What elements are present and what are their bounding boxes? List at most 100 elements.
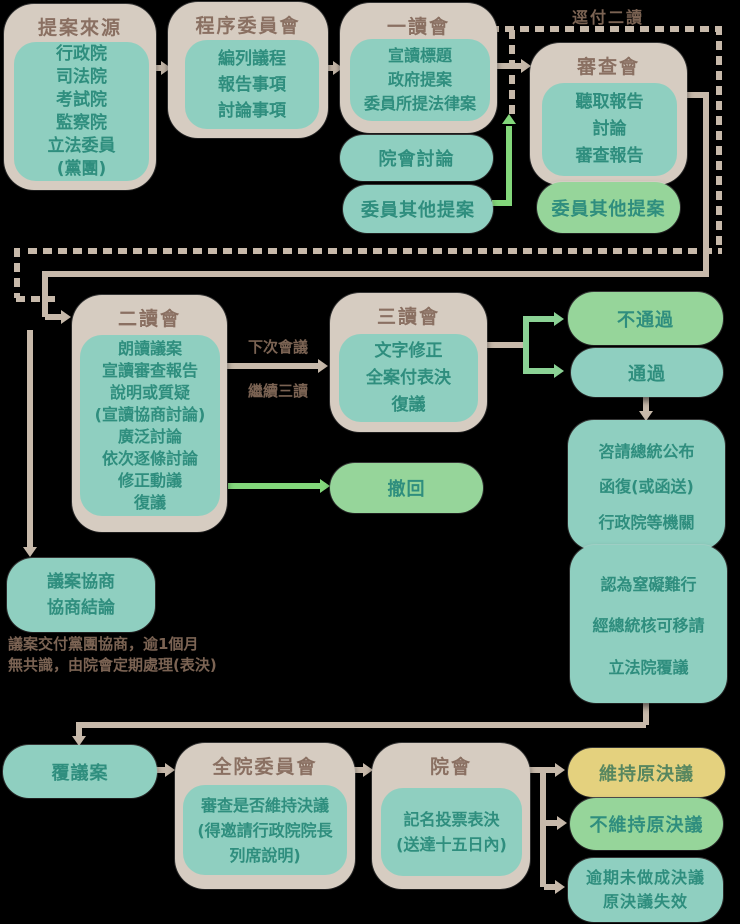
node-line: 行政院等機關 <box>598 512 695 532</box>
node-title: 提案來源 <box>37 17 122 39</box>
node-not-uphold-decision: 不維持原決議 <box>570 798 723 850</box>
node-line: 宣讀標題 <box>387 46 452 65</box>
connector-procedure-first <box>327 65 337 71</box>
pill-label: 通過 <box>628 363 666 385</box>
label-continue-third: 繼續三讀 <box>248 382 309 400</box>
node-line: 朗讀議案 <box>117 338 182 358</box>
connector-floor-out <box>528 767 542 773</box>
node-line: 原決議失效 <box>602 892 688 911</box>
node-whole-committee: 全院委員會 審查是否維持決議 (得邀請行政院院長 列席說明) <box>175 743 355 889</box>
node-reconsideration-request: 認為窒礙難行 經總統核可移請 立法院覆議 <box>570 545 727 703</box>
connector-review-across <box>45 271 709 277</box>
connector-proposal-procedure <box>154 65 166 71</box>
arrowhead-proposal-procedure <box>161 61 171 75</box>
node-line: (宣讀協商討論) <box>94 404 206 424</box>
node-line: 報告事項 <box>218 74 286 95</box>
node-line: 編列議程 <box>218 48 286 69</box>
node-line: 議案協商 <box>47 572 115 592</box>
node-title: 審查會 <box>576 56 640 78</box>
node-line: 協商結論 <box>47 598 115 618</box>
node-title: 全院委員會 <box>212 756 318 778</box>
connector-reconsider-down <box>643 683 649 725</box>
node-procedure-committee: 程序委員會 編列議程 報告事項 討論事項 <box>168 2 328 138</box>
pill-label: 委員其他提案 <box>551 198 666 220</box>
node-line: 考試院 <box>56 89 107 110</box>
node-body: 編列議程 報告事項 討論事項 <box>185 40 319 129</box>
node-line: 立法委員 <box>47 135 116 156</box>
arrowhead-committee-floor <box>363 763 373 777</box>
node-floor-discussion: 院會討論 <box>340 135 493 181</box>
node-line: 立法院覆議 <box>608 657 689 677</box>
connector-skip-dash-right <box>716 26 722 250</box>
node-not-passed: 不通過 <box>568 292 723 345</box>
node-withdraw: 撤回 <box>330 463 483 513</box>
node-uphold-decision: 維持原決議 <box>568 748 725 797</box>
node-line: 依次逐條討論 <box>101 448 198 468</box>
connector-skip-dash-drop <box>14 248 20 298</box>
connector-skip-dash-top <box>460 26 716 32</box>
node-floor-meeting: 院會 記名投票表決 (送達十五日內) <box>372 743 530 889</box>
node-line: 討論事項 <box>218 100 286 121</box>
arrowhead-negotiation <box>23 547 37 557</box>
node-line: 廣泛討論 <box>117 426 182 446</box>
node-president-promulgate: 咨請總統公布 函復(或函送) 行政院等機關 <box>568 420 725 550</box>
arrowhead-into-second-reading <box>61 310 71 324</box>
node-line: 審查是否維持決議 <box>200 795 329 815</box>
connector-branch-vertical <box>523 316 529 374</box>
node-title: 院會 <box>429 756 472 778</box>
connector-withdraw <box>228 483 326 489</box>
node-line: 復議 <box>133 492 166 512</box>
connector-skip-dash-mid <box>509 30 515 118</box>
connector-second-third <box>225 363 321 369</box>
node-line: 政府提案 <box>387 70 452 89</box>
pill-label: 覆議案 <box>51 762 109 784</box>
node-body: 宣讀標題 政府提案 委員所提法律案 <box>350 39 490 121</box>
connector-passed-promulgate <box>643 394 649 414</box>
node-line: 函復(或函送) <box>599 477 694 496</box>
node-line: 行政院 <box>56 43 107 64</box>
node-review-committee: 審查會 聽取報告 討論 審查報告 <box>530 43 687 185</box>
node-body: 行政院 司法院 考試院 監察院 立法委員 (黨團) <box>14 42 149 181</box>
label-next-meeting: 下次會議 <box>248 338 309 356</box>
note-line-1: 議案交付黨團協商，逾1個月 <box>8 635 199 653</box>
node-line: 逾期未做成決議 <box>585 868 705 887</box>
arrowhead-not-passed <box>554 312 564 326</box>
pill-label: 不通過 <box>617 309 674 331</box>
node-body: 記名投票表決 (送達十五日內) <box>381 788 522 876</box>
arrowhead-reconsideration-case <box>72 736 86 746</box>
node-line: 討論 <box>592 119 627 139</box>
arrowhead-green-up <box>502 114 516 124</box>
node-line: 監察院 <box>56 112 107 133</box>
arrowhead-first-review <box>521 59 531 73</box>
node-line: 經總統核可移請 <box>592 616 705 635</box>
arrowhead-promulgate <box>639 411 653 421</box>
node-line: 咨請總統公布 <box>598 441 695 461</box>
arrowhead-not-uphold <box>557 816 567 830</box>
node-line: 聽取報告 <box>575 92 644 112</box>
node-line: 司法院 <box>56 66 107 87</box>
node-line: 委員所提法律案 <box>363 94 476 113</box>
label-negotiation-note: 議案交付黨團協商，逾1個月 無共識，由院會定期處理(表決) <box>8 634 217 676</box>
node-negotiation: 議案協商 協商結論 <box>7 558 155 632</box>
node-body: 朗讀議案 宣讀審查報告 說明或質疑 (宣讀協商討論) 廣泛討論 依次逐條討論 修… <box>80 335 220 516</box>
label-skip-second-reading: 逕付二讀 <box>572 8 645 27</box>
node-first-reading: 一讀會 宣讀標題 政府提案 委員所提法律案 <box>340 3 497 133</box>
connector-outcomes-vertical <box>540 767 546 887</box>
node-reconsideration-case: 覆議案 <box>3 745 157 798</box>
node-title: 程序委員會 <box>195 15 301 37</box>
node-line: (得邀請行政院院長 <box>197 820 333 840</box>
node-line: 宣讀審查報告 <box>101 360 198 380</box>
node-line: 修正動議 <box>117 470 182 490</box>
pill-label: 委員其他提案 <box>361 200 475 221</box>
connector-review-down-a <box>685 92 709 98</box>
connector-reconsider-across <box>80 722 646 728</box>
note-line-2: 無共識，由院會定期處理(表決) <box>8 656 217 674</box>
node-line: 說明或質疑 <box>109 382 190 402</box>
connector-branch-down <box>523 368 557 374</box>
node-third-reading: 三讀會 文字修正 全案付表決 復議 <box>330 293 487 432</box>
node-second-reading: 二讀會 朗讀議案 宣讀審查報告 說明或質疑 (宣讀協商討論) 廣泛討論 依次逐條… <box>72 295 227 532</box>
connector-reconsider-drop <box>76 722 82 740</box>
arrowhead-case-committee <box>165 763 175 777</box>
node-line: (送達十五日內) <box>396 835 507 854</box>
